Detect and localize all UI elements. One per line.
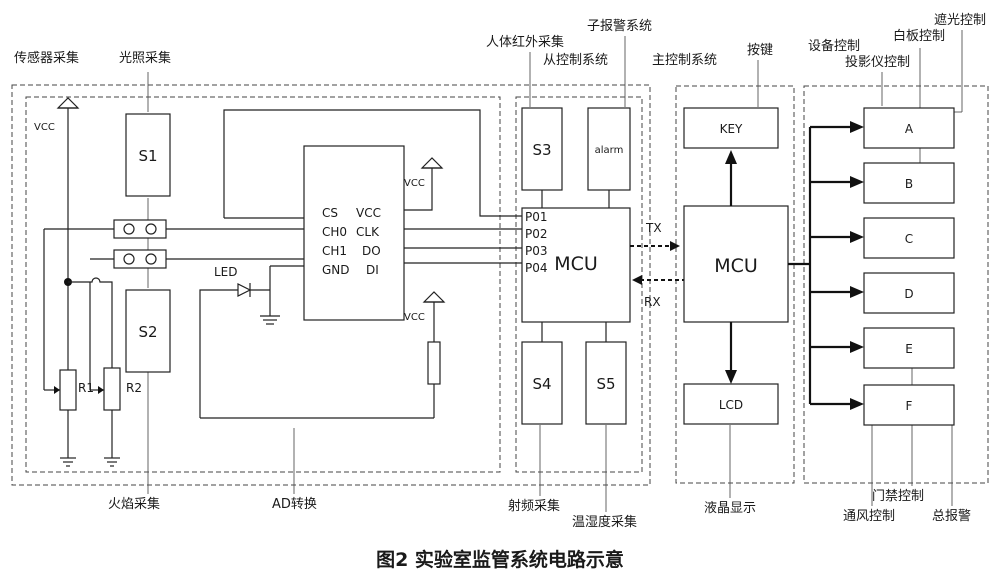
device-a bbox=[863, 107, 955, 149]
slave-mcu-label: MCU bbox=[554, 253, 598, 275]
p01-label: P01 bbox=[525, 210, 548, 224]
led-label: LED bbox=[214, 265, 238, 279]
vcc-label-left: VCC bbox=[34, 122, 55, 133]
device-e-label: E bbox=[905, 342, 913, 356]
tx-label: TX bbox=[645, 221, 662, 235]
device-arrows bbox=[810, 121, 864, 410]
device-ctrl-label: 设备控制 bbox=[808, 38, 860, 54]
connector-2 bbox=[113, 249, 167, 269]
projector-ctrl-label: 投影仪控制 bbox=[845, 54, 910, 70]
lcd-box bbox=[683, 383, 779, 425]
rfid-label: 射频采集 bbox=[508, 498, 560, 514]
sensor-group-label: 传感器采集 bbox=[14, 50, 79, 66]
temp-hum-label: 温湿度采集 bbox=[572, 514, 637, 530]
master-ctrl-label: 主控制系统 bbox=[652, 53, 717, 68]
s5-sensor bbox=[585, 341, 627, 425]
svg-text:CH0: CH0 bbox=[322, 225, 347, 239]
device-f-label: F bbox=[906, 399, 913, 413]
connector-1 bbox=[113, 219, 167, 239]
svg-text:GND: GND bbox=[322, 263, 350, 277]
main-alarm-label: 总报警 bbox=[932, 508, 971, 524]
svg-text:DI: DI bbox=[366, 263, 379, 277]
pir-label: 人体红外采集 bbox=[486, 34, 564, 50]
ad-group-outline bbox=[25, 96, 501, 473]
s1-label: S1 bbox=[138, 147, 157, 165]
s3-label: S3 bbox=[532, 141, 551, 159]
shade-ctrl-label: 遮光控制 bbox=[934, 12, 986, 28]
sub-alarm-label: 子报警系统 bbox=[587, 18, 652, 34]
slave-mcu bbox=[521, 207, 631, 323]
device-c bbox=[863, 217, 955, 259]
s1-sensor bbox=[125, 113, 171, 197]
vent-ctrl-label: 通风控制 bbox=[843, 509, 895, 524]
s2-label: S2 bbox=[138, 323, 157, 341]
device-a-label: A bbox=[905, 122, 914, 136]
ad-convert-label: AD转换 bbox=[272, 497, 317, 512]
master-mcu bbox=[683, 205, 789, 323]
resistor-led bbox=[427, 341, 441, 385]
s4-label: S4 bbox=[532, 375, 551, 393]
key-box bbox=[683, 107, 779, 149]
vcc-symbol-left bbox=[56, 97, 80, 109]
resistor-r1 bbox=[59, 369, 77, 411]
device-group-outline bbox=[803, 85, 989, 484]
svg-text:CH1: CH1 bbox=[322, 244, 347, 258]
svg-text:VCC: VCC bbox=[356, 206, 381, 220]
adc-chip bbox=[303, 145, 405, 321]
p04-label: P04 bbox=[525, 261, 548, 275]
key-box-label: KEY bbox=[720, 122, 743, 136]
svg-text:CLK: CLK bbox=[356, 225, 380, 239]
rx-label: RX bbox=[644, 295, 661, 309]
device-f bbox=[863, 384, 955, 426]
vcc-label-adc: VCC bbox=[404, 178, 425, 189]
alarm-box bbox=[587, 107, 631, 191]
s4-sensor bbox=[521, 341, 563, 425]
r2-label: R2 bbox=[126, 381, 142, 395]
r1-label: R1 bbox=[78, 381, 94, 395]
device-e bbox=[863, 327, 955, 369]
adc-pin-labels: CS VCC CH0 CLK CH1 DO GND DI bbox=[322, 206, 381, 277]
vcc-label-bottom: VCC bbox=[404, 312, 425, 323]
s3-sensor bbox=[521, 107, 563, 191]
svg-text:DO: DO bbox=[362, 244, 381, 258]
s2-sensor bbox=[125, 289, 171, 373]
sensor-group-outline bbox=[11, 84, 651, 486]
s5-label: S5 bbox=[596, 375, 615, 393]
master-group-outline bbox=[675, 85, 795, 484]
p02-label: P02 bbox=[525, 227, 548, 241]
device-b-label: B bbox=[905, 177, 913, 191]
device-c-label: C bbox=[905, 232, 913, 246]
device-d bbox=[863, 272, 955, 314]
figure-caption: 图2 实验室监管系统电路示意 bbox=[376, 548, 624, 571]
p03-label: P03 bbox=[525, 244, 548, 258]
svg-text:CS: CS bbox=[322, 206, 338, 220]
vcc-symbol-bottom bbox=[422, 291, 446, 303]
device-b bbox=[863, 162, 955, 204]
door-ctrl-label: 门禁控制 bbox=[872, 489, 924, 504]
flame-label: 火焰采集 bbox=[108, 496, 160, 512]
vcc-symbol-adc bbox=[420, 157, 444, 169]
device-d-label: D bbox=[904, 287, 913, 301]
led-symbol bbox=[237, 283, 252, 297]
resistor-r2 bbox=[103, 367, 121, 411]
lcd-box-label: LCD bbox=[719, 398, 743, 412]
whiteboard-ctrl-label: 白板控制 bbox=[893, 28, 945, 44]
light-label: 光照采集 bbox=[119, 50, 171, 66]
alarm-label: alarm bbox=[595, 145, 624, 156]
lcd-display-label: 液晶显示 bbox=[704, 501, 756, 516]
master-mcu-label: MCU bbox=[714, 255, 758, 277]
slave-ctrl-label: 从控制系统 bbox=[543, 53, 608, 68]
key-label: 按键 bbox=[747, 43, 773, 58]
